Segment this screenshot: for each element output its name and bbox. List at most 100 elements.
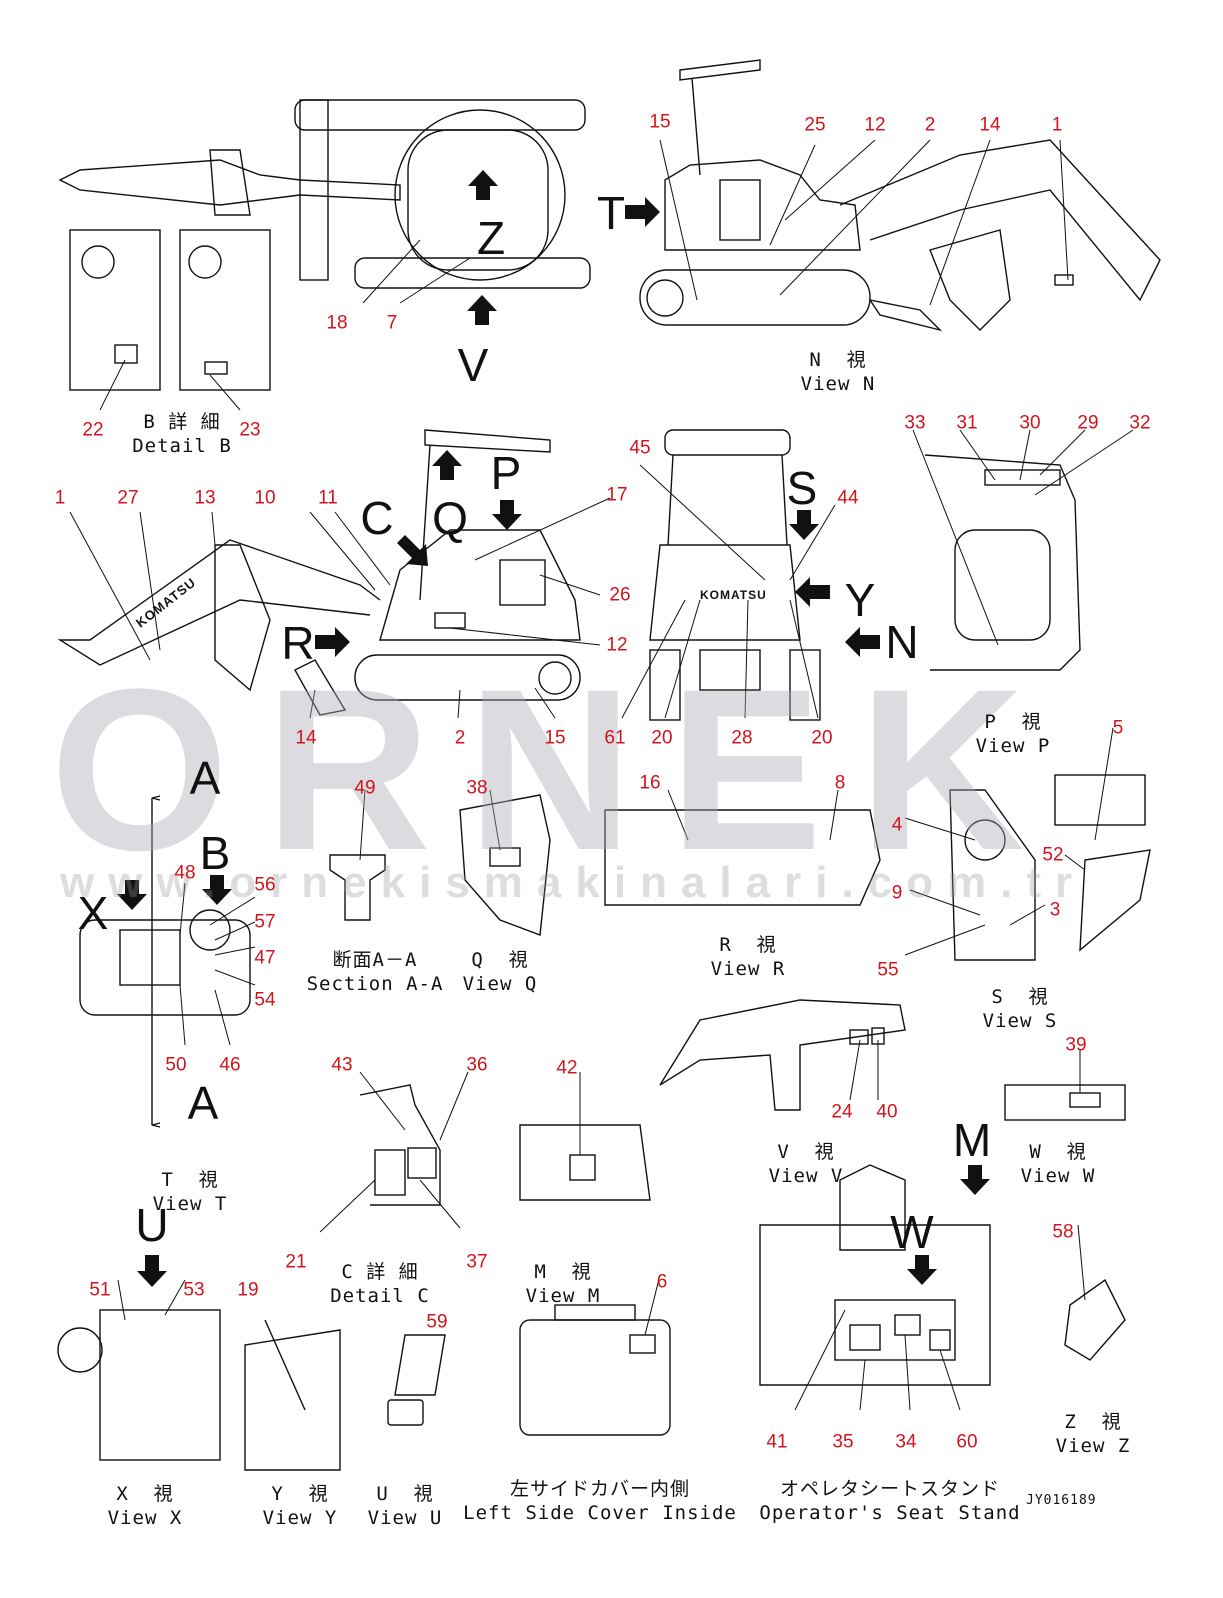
watermark-logo: ORNEK xyxy=(50,641,1061,898)
part-number-53: 53 xyxy=(183,1279,205,1301)
caption-view-v: V 視 View V xyxy=(768,1141,844,1187)
part-number-27: 27 xyxy=(117,487,139,509)
view-s-round xyxy=(964,819,1006,861)
caption-left-side-cover: 左サイドカバー内側 Left Side Cover Inside xyxy=(463,1478,737,1524)
arrow-r xyxy=(315,627,350,657)
part-number-22: 22 xyxy=(82,419,104,441)
part-number-43: 43 xyxy=(331,1054,353,1076)
part-number-42: 42 xyxy=(556,1057,578,1079)
section-marks xyxy=(151,795,161,1128)
part-number-9: 9 xyxy=(891,882,903,904)
detail-b-box-1 xyxy=(114,344,138,364)
view-x-engine xyxy=(99,1309,221,1461)
part-number-17: 17 xyxy=(606,484,628,506)
view-m-decal-42 xyxy=(569,1154,596,1181)
idler-n xyxy=(646,279,684,317)
view-s-shape xyxy=(949,789,1036,961)
section-mark-top xyxy=(151,795,161,801)
view-letter-u: U xyxy=(135,1199,169,1251)
view-t-round xyxy=(189,909,231,951)
view-t-body xyxy=(79,919,251,1016)
blade-n xyxy=(868,298,943,332)
detail-c-box-2 xyxy=(407,1147,437,1179)
view-letter-z: Z xyxy=(476,212,506,264)
boom-n xyxy=(839,139,1161,302)
part-number-12-side: 12 xyxy=(606,634,628,656)
blade-side xyxy=(294,659,347,716)
part-number-6: 6 xyxy=(656,1271,668,1293)
part-number-34: 34 xyxy=(895,1431,917,1453)
caption-view-q: Q 視 View Q xyxy=(462,949,538,995)
view-arrows xyxy=(117,170,990,1287)
track-rear-l xyxy=(649,649,681,721)
view-letter-r: R xyxy=(281,617,315,669)
part-number-44: 44 xyxy=(837,487,859,509)
view-t-engine xyxy=(119,929,181,986)
part-number-49: 49 xyxy=(354,777,376,799)
part-number-35: 35 xyxy=(832,1431,854,1453)
engine-panel-side xyxy=(499,559,546,606)
part-number-30: 30 xyxy=(1019,412,1041,434)
caption-detail-b: B 詳 細 Detail B xyxy=(132,411,232,457)
arrow-up-side xyxy=(432,450,462,480)
seat-back xyxy=(839,1164,906,1251)
canopy-post-rear-l xyxy=(667,454,674,546)
caption-view-p: P 視 View P xyxy=(975,711,1051,757)
part-number-46: 46 xyxy=(219,1054,241,1076)
canopy-post-side xyxy=(419,444,431,601)
part-number-29: 29 xyxy=(1077,412,1099,434)
view-p-outline xyxy=(924,454,1081,671)
boom-side xyxy=(57,539,381,666)
part-number-58: 58 xyxy=(1052,1221,1074,1243)
view-w-shape xyxy=(1004,1084,1126,1121)
view-letter-q: Q xyxy=(432,492,468,544)
part-number-48: 48 xyxy=(174,862,196,884)
view-letter-p: P xyxy=(490,447,522,499)
part-number-24: 24 xyxy=(831,1101,853,1123)
canopy-roof-rear xyxy=(664,429,791,456)
part-number-41: 41 xyxy=(766,1431,788,1453)
part-number-32: 32 xyxy=(1129,412,1151,434)
view-z-shape xyxy=(1064,1278,1126,1361)
view-letter-a-bottom: A xyxy=(187,1077,219,1129)
detail-c-shape xyxy=(359,1084,441,1206)
canopy-post-rear-r xyxy=(781,454,788,546)
top-arm-joint xyxy=(209,149,251,216)
caption-view-z: Z 視 View Z xyxy=(1055,1411,1131,1457)
view-letter-v: V xyxy=(457,339,489,391)
view-u-shape xyxy=(394,1334,446,1396)
top-upper-body xyxy=(407,129,549,271)
part-number-7: 7 xyxy=(386,312,398,334)
view-v-shape xyxy=(659,999,906,1111)
arrow-w xyxy=(907,1255,937,1285)
detail-c-box-1 xyxy=(374,1149,406,1196)
arrow-p xyxy=(492,500,522,530)
view-y-shape xyxy=(244,1329,341,1471)
top-cab-circle xyxy=(394,109,566,281)
view-letter-m: M xyxy=(952,1114,992,1166)
part-number-54: 54 xyxy=(254,989,276,1011)
arrow-x xyxy=(117,880,147,910)
part-number-8: 8 xyxy=(834,772,846,794)
caption-section-a: 断面A－A Section A-A xyxy=(306,949,444,995)
view-letter-a-top: A xyxy=(189,752,221,804)
detail-b-round-2 xyxy=(188,245,222,279)
part-number-15: 15 xyxy=(649,111,671,133)
undercarriage-rear xyxy=(699,649,761,691)
decal-1-n xyxy=(1054,274,1074,286)
bucket-side xyxy=(214,544,271,692)
part-number-15-side: 15 xyxy=(544,727,566,749)
brand-decal-rear: KOMATSU xyxy=(700,588,767,602)
left-cover-shape xyxy=(519,1319,671,1436)
canopy-roof-n xyxy=(679,59,761,81)
part-number-31: 31 xyxy=(956,412,978,434)
view-q-decal-38 xyxy=(489,847,521,867)
detail-b-box-2 xyxy=(204,361,228,375)
caption-view-m: M 視 View M xyxy=(525,1261,601,1307)
arrow-c xyxy=(397,535,428,566)
seat-stand-frame xyxy=(759,1224,991,1386)
watermark-url: www.ornekismakinalari.com.tr xyxy=(60,858,1087,907)
top-track-lower xyxy=(354,257,591,289)
canopy-roof-side xyxy=(424,429,551,453)
